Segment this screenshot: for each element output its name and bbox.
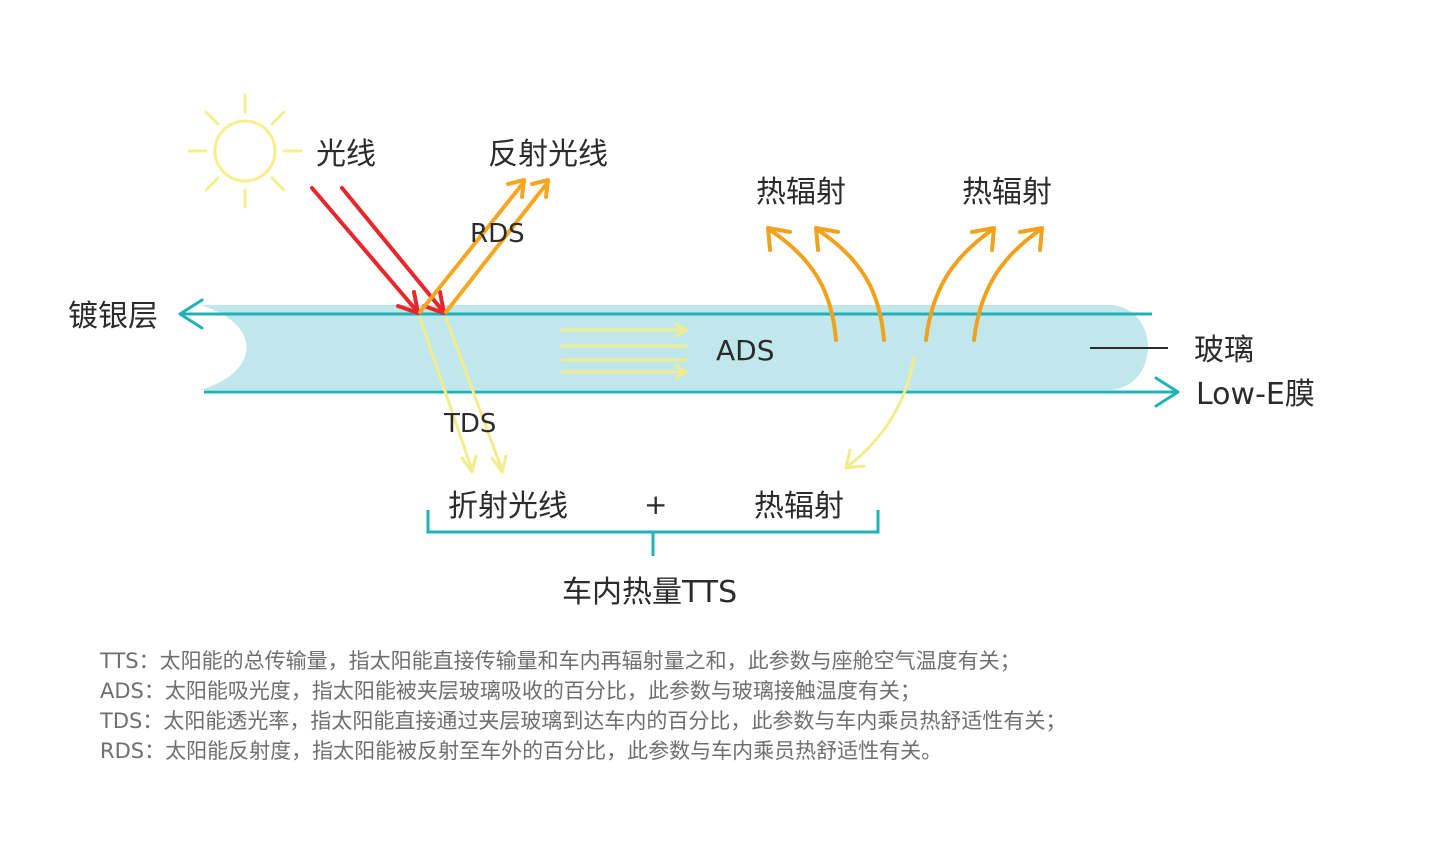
label-refracted-light: 折射光线 <box>448 489 568 524</box>
ads-absorption-arrows <box>560 322 689 380</box>
incident-arrowhead <box>396 290 420 315</box>
label-heat-radiation-3: 热辐射 <box>754 489 844 524</box>
definition-ads: ADS：太阳能吸光度，指太阳能被夹层玻璃吸收的百分比，此参数与玻璃接触温度有关； <box>100 679 921 703</box>
label-tts: 车内热量TTS <box>562 575 737 610</box>
label-tds: TDS <box>443 409 496 439</box>
incident-arrowhead-2 <box>422 290 446 315</box>
heat-radiation-arrows-right <box>924 226 1044 342</box>
label-silver-layer: 镀银层 <box>68 299 158 334</box>
definitions-list: TTS：太阳能的总传输量，指太阳能直接传输量和车内再辐射量之和，此参数与座舱空气… <box>100 646 1400 766</box>
label-ads: ADS <box>716 334 775 367</box>
heat-radiation-arrows-left <box>766 226 886 342</box>
tts-bracket <box>426 510 880 556</box>
reflected-rays <box>418 178 550 314</box>
label-heat-radiation-2: 热辐射 <box>962 175 1052 210</box>
definition-tts: TTS：太阳能的总传输量，指太阳能直接传输量和车内再辐射量之和，此参数与座舱空气… <box>100 649 1021 673</box>
transmitted-rays <box>418 316 508 474</box>
label-reflected-light: 反射光线 <box>488 137 608 172</box>
label-lowe-film: Low-E膜 <box>1196 377 1315 412</box>
silver-layer-arrowhead <box>178 298 204 330</box>
label-plus: + <box>644 488 667 521</box>
sun-icon <box>187 93 303 209</box>
label-rds: RDS <box>470 219 525 249</box>
label-glass: 玻璃 <box>1194 333 1254 368</box>
label-light: 光线 <box>316 137 376 172</box>
lowe-film-arrowhead <box>1154 376 1180 408</box>
incident-rays <box>310 186 444 312</box>
inner-heat-radiation-arrow <box>844 356 916 470</box>
definition-rds: RDS：太阳能反射度，指太阳能被反射至车外的百分比，此参数与车内乘员热舒适性有关… <box>100 739 943 763</box>
label-heat-radiation-1: 热辐射 <box>756 175 846 210</box>
definition-tds: TDS：太阳能透光率，指太阳能直接通过夹层玻璃到达车内的百分比，此参数与车内乘员… <box>100 709 1067 733</box>
